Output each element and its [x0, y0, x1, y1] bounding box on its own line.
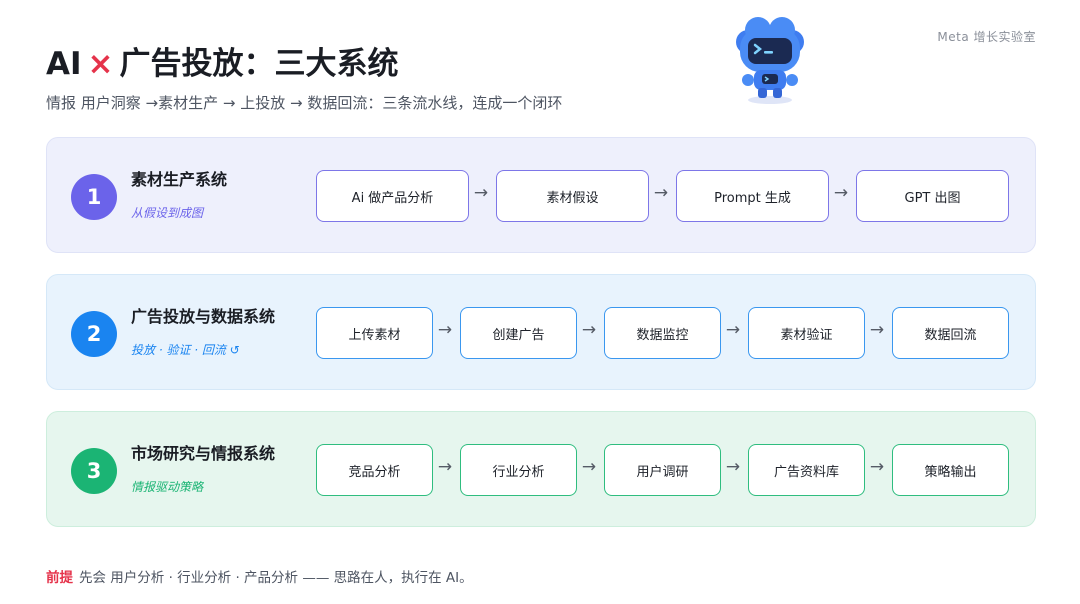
footer-text: 先会 用户分析 · 行业分析 · 产品分析 —— 思路在人，执行在 AI。 — [79, 570, 473, 586]
step-box: 竞品分析 — [316, 444, 433, 496]
system-title: 素材生产系统 — [131, 170, 228, 189]
flow-arrow-icon: → — [581, 320, 597, 340]
system-subtitle: 情报驱动策略 — [131, 480, 204, 494]
step-box: 数据回流 — [892, 307, 1009, 359]
step-box: 策略输出 — [892, 444, 1009, 496]
flow-arrow-icon: → — [437, 320, 453, 340]
system-number-badge: 1 — [71, 174, 117, 220]
step-box: 广告资料库 — [748, 444, 865, 496]
step-box: 创建广告 — [460, 307, 577, 359]
system-panel-material-production: 1 素材生产系统 从假设到成图 Ai 做产品分析 → 素材假设 → Prompt… — [46, 137, 1036, 253]
flow-arrow-icon: → — [473, 183, 489, 203]
step-box: 素材假设 — [496, 170, 649, 222]
flow-arrow-icon: → — [653, 183, 669, 203]
flow-arrow-icon: → — [581, 457, 597, 477]
system-subtitle: 投放 · 验证 · 回流 ↺ — [131, 343, 240, 357]
system-title: 市场研究与情报系统 — [131, 444, 276, 463]
system-panel-market-research: 3 市场研究与情报系统 情报驱动策略 竞品分析 → 行业分析 → 用户调研 → … — [46, 411, 1036, 527]
title-part-main: 广告投放：三大系统 — [119, 46, 399, 82]
step-box: 上传素材 — [316, 307, 433, 359]
system-number-badge: 2 — [71, 311, 117, 357]
flow-arrow-icon: → — [437, 457, 453, 477]
step-box: 素材验证 — [748, 307, 865, 359]
title-part-ai: AI — [46, 46, 82, 82]
flow-arrow-icon: → — [725, 457, 741, 477]
step-box: 数据监控 — [604, 307, 721, 359]
step-box: 用户调研 — [604, 444, 721, 496]
flow-arrow-icon: → — [833, 183, 849, 203]
step-box: Ai 做产品分析 — [316, 170, 469, 222]
robot-mascot-icon — [736, 17, 804, 104]
footer-prefix: 前提 — [46, 570, 73, 586]
step-box: 行业分析 — [460, 444, 577, 496]
title-cross: × — [87, 46, 114, 82]
step-box: Prompt 生成 — [676, 170, 829, 222]
system-title: 广告投放与数据系统 — [131, 307, 276, 326]
step-box: GPT 出图 — [856, 170, 1009, 222]
page-subtitle: 情报 用户洞察 →素材生产 → 上投放 → 数据回流：三条流水线，连成一个闭环 — [46, 94, 563, 112]
system-number-badge: 3 — [71, 448, 117, 494]
system-subtitle: 从假设到成图 — [131, 206, 204, 220]
footer-note: 前提先会 用户分析 · 行业分析 · 产品分析 —— 思路在人，执行在 AI。 — [46, 566, 473, 586]
flow-arrow-icon: → — [869, 457, 885, 477]
page-title: AI×广告投放：三大系统 — [46, 38, 399, 83]
system-panel-ad-delivery: 2 广告投放与数据系统 投放 · 验证 · 回流 ↺ 上传素材 → 创建广告 →… — [46, 274, 1036, 390]
flow-arrow-icon: → — [725, 320, 741, 340]
brand-label: Meta 增长实验室 — [937, 30, 1036, 44]
flow-arrow-icon: → — [869, 320, 885, 340]
